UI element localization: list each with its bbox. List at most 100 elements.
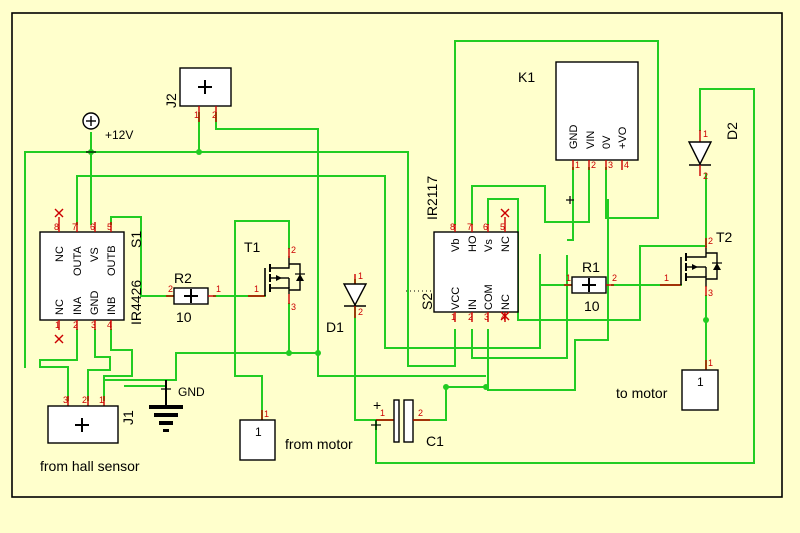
- wire-bottom-loop: [375, 88, 755, 464]
- r1-resistor: 1 2 R1 10: [564, 259, 617, 314]
- wire-12v-rail: [24, 151, 456, 368]
- c1-capacitor: 1 2 + C1: [371, 397, 444, 449]
- s1-part: IR4426: [128, 280, 144, 325]
- junction-dot: [196, 149, 202, 155]
- svg-text:1: 1: [708, 358, 713, 368]
- gnd-symbol: GND: [149, 380, 205, 432]
- wire-s1-ina: [39, 329, 78, 401]
- svg-text:2: 2: [612, 273, 617, 283]
- svg-text:+VO: +VO: [617, 126, 629, 149]
- t1-mosfet: 1 2 3 T1: [244, 239, 305, 312]
- gnd-label: GND: [178, 385, 205, 399]
- svg-text:3: 3: [708, 288, 713, 298]
- svg-text:5: 5: [107, 222, 112, 232]
- svg-text:1: 1: [451, 312, 456, 322]
- svg-text:NC: NC: [500, 294, 512, 310]
- svg-text:3: 3: [63, 395, 68, 405]
- wire-top-loop: [76, 175, 541, 349]
- wire-s1-inb: [103, 329, 133, 401]
- junction-dot: [703, 317, 709, 323]
- svg-text:HO: HO: [467, 235, 479, 252]
- svg-text:1: 1: [664, 273, 669, 283]
- svg-text:1: 1: [216, 284, 221, 294]
- svg-text:2: 2: [708, 236, 713, 246]
- wire-s2-vs: [487, 198, 707, 321]
- from-motor-caption: from motor: [285, 436, 353, 452]
- t2-mosfet: 1 2 3 T2: [660, 229, 733, 298]
- svg-text:1: 1: [99, 395, 104, 405]
- svg-text:Vb: Vb: [450, 239, 462, 252]
- r1-value: 10: [584, 298, 600, 314]
- d1-ref: D1: [326, 319, 344, 335]
- r2-value: 10: [176, 309, 192, 325]
- vcc-symbol: +12V: [82, 112, 133, 153]
- wire-k1-gnd: [567, 167, 574, 241]
- j1-caption: from hall sensor: [40, 458, 140, 474]
- junction-dot: [443, 384, 449, 390]
- junction-dot: [286, 350, 292, 356]
- svg-text:1: 1: [566, 273, 571, 283]
- svg-text:NC: NC: [500, 236, 512, 252]
- c1-plus: +: [373, 397, 381, 413]
- svg-text:4: 4: [107, 320, 112, 330]
- svg-text:2: 2: [73, 320, 78, 330]
- svg-text:2: 2: [418, 408, 423, 418]
- svg-text:2: 2: [703, 171, 708, 181]
- j2-ref: J2: [163, 93, 179, 108]
- ground-icon: [149, 405, 183, 409]
- svg-text:0V: 0V: [601, 135, 613, 149]
- d2-ref: D2: [724, 122, 740, 140]
- svg-text:6: 6: [483, 222, 488, 232]
- c1-ref: C1: [426, 433, 444, 449]
- svg-text:1: 1: [194, 110, 199, 120]
- svg-text:1: 1: [703, 129, 708, 139]
- svg-text:VCC: VCC: [450, 287, 462, 310]
- svg-text:2: 2: [358, 307, 363, 317]
- svg-text:8: 8: [450, 222, 455, 232]
- wire-s1-gnd: [87, 329, 111, 401]
- svg-text:6: 6: [90, 222, 95, 232]
- svg-text:3: 3: [91, 320, 96, 330]
- wire-c1-right: [413, 386, 487, 421]
- svg-text:7: 7: [467, 222, 472, 232]
- svg-text:NC: NC: [54, 299, 66, 315]
- k1-module: GND VIN 0V +VO 1 2 3 4 K1: [518, 61, 639, 204]
- wire-s2-ho: [471, 167, 590, 225]
- svg-text:2: 2: [591, 160, 596, 170]
- svg-text:7: 7: [72, 222, 77, 232]
- svg-text:INB: INB: [106, 297, 118, 315]
- d2-diode: 1 2 D2: [687, 122, 740, 181]
- s1-driver-ic: 8 7 6 5 NC OUTA VS OUTB NC INA GND INB 1…: [39, 208, 144, 344]
- svg-text:INA: INA: [72, 296, 84, 315]
- wire-s1-outb-r2: [110, 216, 175, 297]
- drawing-frame: [11, 12, 783, 498]
- svg-text:IN: IN: [467, 299, 479, 310]
- r1-ref: R1: [582, 259, 600, 275]
- to-motor-caption: to motor: [616, 385, 668, 401]
- svg-text:1: 1: [254, 284, 259, 294]
- from-motor-connector: 1 1 from motor: [239, 409, 353, 461]
- svg-text:VS: VS: [89, 247, 101, 262]
- svg-text:Vs: Vs: [483, 239, 495, 252]
- svg-text:1: 1: [255, 425, 262, 439]
- wire-s2-vb-k1-vo: [454, 40, 659, 225]
- junction-dot: [483, 384, 489, 390]
- t2-ref: T2: [716, 229, 733, 245]
- wire-gnd-bus-2: [105, 352, 177, 381]
- to-motor-connector: 1 1 to motor: [616, 358, 719, 411]
- svg-text:2: 2: [291, 245, 296, 255]
- svg-text:1: 1: [264, 409, 269, 419]
- svg-text:4: 4: [624, 160, 629, 170]
- svg-text:5: 5: [500, 222, 505, 232]
- wire-j2-pin2: [215, 112, 486, 377]
- r2-ref: R2: [174, 270, 192, 286]
- svg-text:NC: NC: [54, 246, 66, 262]
- d1-diode: 1 2 D1: [326, 271, 368, 335]
- svg-text:1: 1: [358, 271, 363, 281]
- s2-driver-ic: 8 7 6 5 Vb HO Vs NC VCC IN COM NC 1 2 3 …: [419, 176, 519, 322]
- j1-connector: 3 2 1 J1 from hall sensor: [40, 395, 140, 474]
- svg-text:1: 1: [697, 375, 704, 389]
- svg-text:3: 3: [484, 312, 489, 322]
- j2-connector: 1 2 J2: [163, 67, 232, 122]
- wire-t1-drain-from-motor: [234, 220, 290, 421]
